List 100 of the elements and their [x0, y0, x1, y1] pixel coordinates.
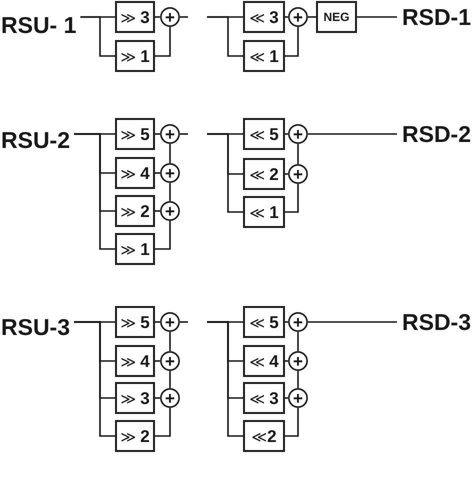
- shift-label: ≪ 5: [249, 314, 279, 330]
- connector-line: [285, 27, 299, 57]
- connector-line: [285, 360, 288, 362]
- adder-circle: [288, 312, 308, 332]
- signal-label: RSD-3: [397, 309, 472, 335]
- shift-label: ≫ 2: [120, 428, 150, 444]
- connector-line: [297, 144, 299, 164]
- connector-line: [155, 133, 160, 135]
- adder-circle: [288, 164, 308, 184]
- connector-line: [297, 371, 299, 388]
- connector-line: [169, 183, 171, 201]
- connector-line: [155, 321, 160, 323]
- shift-label: ≫ 1: [120, 48, 150, 64]
- shift-box: [115, 420, 155, 452]
- connector-line: [308, 16, 316, 18]
- adder-circle: [160, 351, 180, 371]
- connector-line: [74, 321, 115, 437]
- shift-box: [115, 345, 155, 377]
- shift-box: [243, 420, 285, 452]
- shift-label: ≫ 5: [120, 126, 150, 142]
- connector-line: [285, 16, 288, 18]
- shift-label: ≪ 4: [249, 352, 279, 370]
- signal-label: RSU-3: [1, 314, 74, 340]
- connector-line: [180, 16, 188, 18]
- signal-label: RSU- 1: [1, 12, 80, 38]
- connector-line: [357, 16, 397, 18]
- connector-line: [80, 16, 115, 57]
- plus-sign: +: [293, 8, 303, 26]
- plus-sign: +: [293, 390, 303, 406]
- adder-circle: [288, 351, 308, 371]
- shift-box: [115, 233, 155, 265]
- connector-line: [207, 321, 243, 437]
- signal-label: RSD-2: [397, 121, 472, 147]
- shift-box: [243, 345, 285, 377]
- shift-label: ≪2: [251, 428, 277, 444]
- negation-box: [316, 1, 357, 33]
- signal-label: RSU-2: [1, 127, 74, 153]
- connector-line: [180, 321, 188, 323]
- connector-line: [155, 408, 171, 437]
- shift-box: [243, 382, 285, 414]
- adder-circle: [288, 388, 308, 408]
- shift-label: ≫ 4: [120, 164, 150, 182]
- plus-sign: +: [165, 164, 175, 182]
- connector-line: [285, 321, 288, 323]
- adder-circle: [160, 201, 180, 221]
- shift-label: ≪ 3: [249, 390, 279, 406]
- plus-sign: +: [165, 126, 175, 142]
- plus-sign: +: [293, 352, 303, 370]
- shift-label: ≫ 3: [120, 8, 150, 26]
- connector-line: [285, 408, 299, 437]
- connector-line: [180, 133, 188, 135]
- connector-line: [207, 133, 243, 213]
- connector-line: [169, 332, 171, 351]
- shift-box: [115, 306, 155, 338]
- shift-box: [115, 382, 155, 414]
- shift-label: ≪ 2: [249, 166, 279, 182]
- plus-sign: +: [165, 314, 175, 330]
- shift-label: ≪ 1: [249, 204, 279, 220]
- shift-label: ≫ 5: [120, 314, 150, 330]
- shift-box: [243, 1, 285, 33]
- connector-line: [285, 173, 288, 175]
- shift-box: [243, 196, 285, 228]
- plus-sign: +: [293, 126, 303, 142]
- shift-label: ≪ 1: [249, 48, 279, 64]
- connector-line: [297, 332, 299, 351]
- plus-sign: +: [165, 390, 175, 406]
- connector-line: [308, 133, 397, 135]
- shift-label: ≫ 4: [120, 352, 150, 370]
- shift-box: [243, 118, 285, 150]
- connector-line: [169, 144, 171, 163]
- plus-sign: +: [165, 352, 175, 370]
- connector-line: [285, 133, 288, 135]
- plus-sign: +: [165, 202, 175, 220]
- operation-label: NEG: [323, 11, 350, 23]
- shift-box: [243, 306, 285, 338]
- plus-sign: +: [293, 314, 303, 330]
- adder-circle: [160, 388, 180, 408]
- connector-line: [155, 397, 160, 399]
- adder-circle: [288, 7, 308, 27]
- connector-line: [285, 184, 299, 213]
- connector-line: [169, 371, 171, 388]
- shift-box: [115, 40, 155, 72]
- connector-line: [155, 27, 171, 57]
- adder-circle: [160, 7, 180, 27]
- connector-line: [155, 360, 160, 362]
- shift-box: [243, 158, 285, 190]
- shift-label: ≫ 1: [120, 240, 150, 258]
- connector-line: [155, 221, 171, 250]
- shift-label: ≫ 2: [120, 202, 150, 220]
- shift-box: [243, 40, 285, 72]
- shift-label: ≫ 3: [120, 390, 150, 406]
- connector-line: [74, 133, 115, 250]
- shift-box: [115, 195, 155, 227]
- connector-line: [308, 321, 397, 323]
- connector-line: [207, 16, 243, 57]
- shift-box: [115, 118, 155, 150]
- adder-circle: [288, 124, 308, 144]
- shift-box: [115, 157, 155, 189]
- plus-sign: +: [165, 8, 175, 26]
- connector-line: [155, 16, 160, 18]
